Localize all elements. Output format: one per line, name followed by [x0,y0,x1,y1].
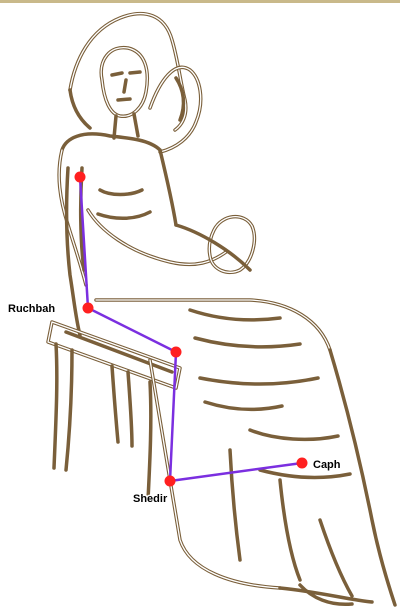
label-ruchbah: Ruchbah [8,303,55,315]
star-middle [171,347,182,358]
star-shedir [165,476,176,487]
star-ruchbah [83,303,94,314]
star-caph [297,458,308,469]
label-shedir: Shedir [133,493,168,505]
label-caph: Caph [313,459,341,471]
seated-woman-outline-icon [48,14,395,605]
line-shedir-caph [170,463,302,481]
star-upper [75,172,86,183]
